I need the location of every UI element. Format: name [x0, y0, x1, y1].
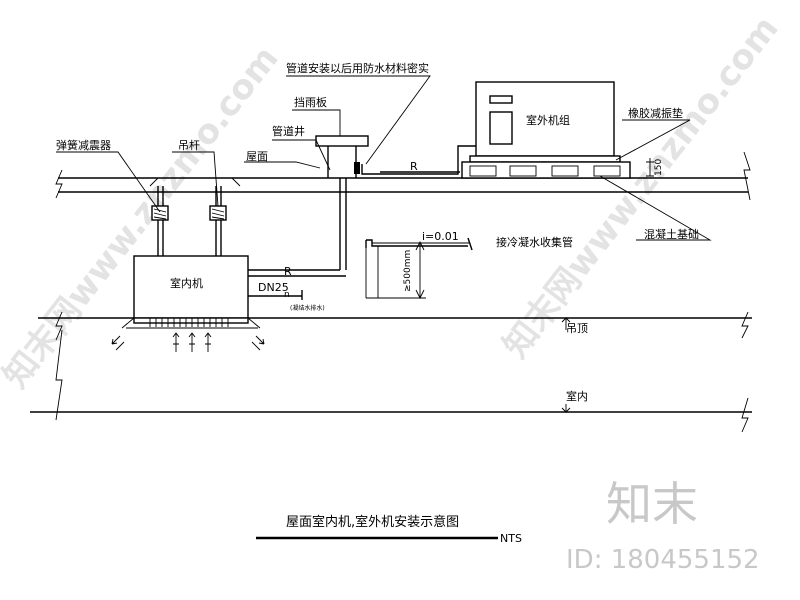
hanger-rod-left [149, 177, 169, 256]
leader-lines [56, 75, 712, 414]
refrigerant-line-indoor-label: R [284, 265, 292, 278]
drain-note: 接冷凝水收集管 [496, 235, 573, 249]
watermark-diagonal-right: 知末网www.znzmo.com [496, 9, 787, 366]
condensate-trap [365, 237, 473, 300]
brand-watermark: 知末 [606, 477, 698, 531]
indoor-label: 室内 [566, 389, 588, 403]
pipe-small-note: (凝结水排水) [290, 304, 325, 312]
outdoor-unit [461, 81, 631, 179]
drain-size-label: DN25 [258, 281, 289, 294]
air-grille [149, 318, 229, 327]
drain-marker-label: n [284, 290, 290, 300]
ceiling-label: 吊顶 [566, 322, 588, 335]
indoor-floor-line [30, 329, 752, 433]
hanger-rod-label: 吊杆 [178, 138, 200, 152]
spring-damper-label: 弹簧减震器 [56, 138, 111, 152]
rubber-pad-label: 橡胶减振垫 [628, 106, 683, 120]
drain-height-label: ≥500mm [403, 250, 413, 292]
airflow-arrows [111, 332, 265, 352]
pipe-shaft-label: 管道井 [272, 124, 305, 138]
slope-label: i=0.01 [422, 230, 459, 243]
indoor-unit [121, 255, 303, 329]
id-watermark: ID: 180455152 [566, 545, 760, 575]
scale-label: NTS [500, 532, 522, 545]
riser-pipe [248, 178, 347, 277]
indoor-unit-label: 室内机 [170, 276, 203, 290]
outdoor-unit-label: 室外机组 [526, 113, 570, 127]
roof-slab [55, 151, 751, 201]
pipe-sealing-note: 管道安装以后用防水材料密实 [286, 61, 429, 75]
base-height-label: 150 [654, 159, 664, 176]
concrete-base-label: 混凝土基础 [644, 227, 699, 241]
rain-cover-label: 挡雨板 [294, 95, 327, 109]
refrigerant-line-roof [361, 145, 476, 175]
roof-label: 屋面 [246, 150, 268, 163]
drawing-title: 屋面室内机,室外机安装示意图 [286, 514, 459, 530]
refrigerant-line-outdoor-label: R [410, 160, 418, 173]
watermark-diagonal-left: 知末网www.znzmo.com [0, 39, 287, 396]
hanger-rod-right [209, 177, 241, 256]
